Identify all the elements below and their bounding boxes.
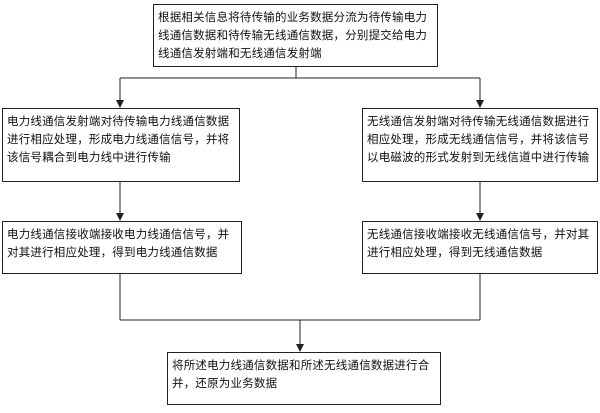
- step-merge-data: 将所述电力线通信数据和所述无线通信数据进行合并，还原为业务数据: [167, 352, 441, 405]
- step-wireless-receive: 无线通信接收端接收无线通信信号，并对其进行相应处理，得到无线通信数据: [362, 221, 598, 274]
- step-wireless-transmit: 无线通信发射端对待传输无线通信数据进行相应处理，形成无线通信信号，并将该信号以电…: [362, 108, 598, 182]
- step-plc-transmit: 电力线通信发射端对待传输电力线通信数据进行相应处理，形成电力线通信信号，并将该信…: [2, 108, 240, 182]
- step-plc-receive: 电力线通信接收端接收电力线通信信号，并对其进行相应处理，得到电力线通信数据: [2, 221, 242, 274]
- step-split-data: 根据相关信息将待传输的业务数据分流为待传输电力线通信数据和待传输无线通信数据，分…: [153, 4, 438, 67]
